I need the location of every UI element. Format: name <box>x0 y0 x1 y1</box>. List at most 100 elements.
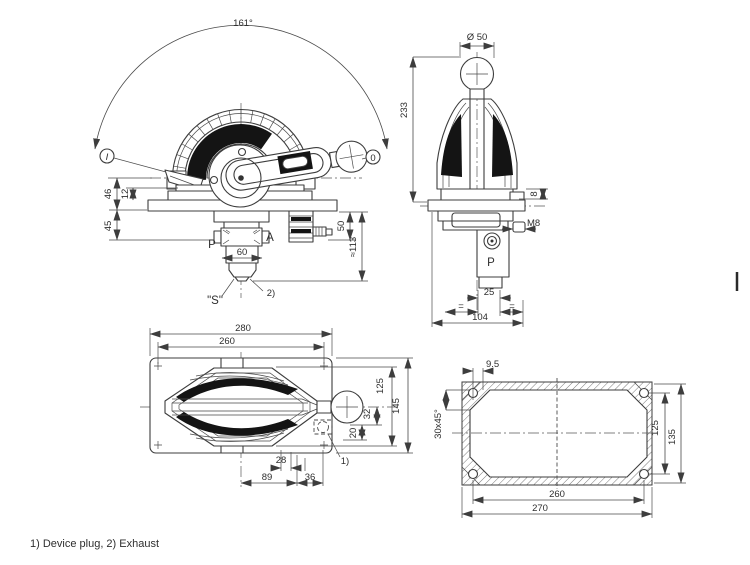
m8-stud <box>512 221 526 233</box>
pivot-center <box>238 175 244 181</box>
dim-260-label: 260 <box>219 336 235 347</box>
dim-c135-label: 135 <box>667 429 678 445</box>
dim-145-label: 145 <box>391 398 402 414</box>
port-bolt-outer <box>483 232 501 250</box>
position-marker-left-label: I <box>104 152 109 163</box>
hidden-device-plug <box>317 421 329 433</box>
exhaust-ref-label: 2) <box>267 288 275 299</box>
lever-arm-slot-outline <box>233 152 324 185</box>
counterweight-detail <box>169 175 198 187</box>
top-black-wedge-upper <box>176 378 298 402</box>
dim-60-label: 60 <box>237 247 248 258</box>
exhaust-tip <box>234 276 250 282</box>
plug-ref-label: 1) <box>341 456 349 467</box>
side-handle-stem <box>469 88 485 100</box>
top-view: 280 260 145 125 32 20 28 89 36 1) <box>140 323 413 487</box>
side-port-p-label: P <box>487 257 495 269</box>
dim-25-label: 25 <box>484 287 495 298</box>
marker-right-leader <box>361 157 367 160</box>
bottom-dim-extensions <box>280 450 324 486</box>
dim-offset-label: 9.5 <box>486 359 499 370</box>
footer-note: 1) Device plug, 2) Exhaust <box>30 538 159 550</box>
top-ball-crosshair <box>336 396 358 418</box>
top-plate <box>149 357 333 454</box>
plug-band-top <box>291 217 311 221</box>
dim-280-label: 280 <box>235 323 251 334</box>
port-bolt-center <box>490 239 494 243</box>
port-s-label: "S" <box>207 295 223 307</box>
clamp-tab-bottom <box>220 445 244 454</box>
position-marker-right <box>365 149 381 165</box>
dim-104-label: 104 <box>472 312 488 323</box>
port-s-leader <box>221 278 235 297</box>
clamp-tab-top <box>220 357 244 369</box>
port-p-label: P <box>208 239 216 251</box>
dim-36-label: 36 <box>305 472 316 483</box>
position-marker-right-label: 0 <box>370 153 375 164</box>
mount-hole-tr <box>638 387 650 399</box>
equal-right-label: = <box>509 301 515 312</box>
bell-center-column <box>469 98 485 190</box>
m8-label: M8 <box>527 218 540 229</box>
housing-base <box>440 188 514 201</box>
lever-window-slot <box>282 155 309 170</box>
dim-113-label: ≈113 <box>348 237 359 257</box>
lever-arm-group <box>225 140 368 191</box>
dim-chamfer-label: 30x45° <box>433 409 444 439</box>
lever-slot-lines <box>172 398 318 416</box>
thread-marks <box>222 229 261 245</box>
cutout-view: 9.5 30x45° 125 135 260 270 <box>433 359 686 518</box>
dim-8-label: 8 <box>529 191 540 196</box>
side-ball-crosshair <box>466 63 488 85</box>
plug-band-bottom <box>291 229 311 233</box>
valve-neck <box>223 221 260 229</box>
bell-black-wedge-left <box>441 114 462 177</box>
pivot-boss <box>220 157 262 199</box>
gauge-outer-rim <box>171 108 311 179</box>
top-black-wedge-lower <box>176 412 298 436</box>
plate-corner-marks <box>154 362 328 449</box>
nipple-cap <box>325 228 333 236</box>
dim-c125-label: 125 <box>650 420 661 436</box>
side-flange <box>427 199 526 212</box>
equal-left-label: = <box>458 301 464 312</box>
swing-arc <box>93 24 389 150</box>
plug-thread-lines <box>289 215 313 239</box>
dim-c270-label: 270 <box>532 503 548 514</box>
dim-dia-label: Ø 50 <box>467 32 488 43</box>
front-view: 161° <box>93 18 389 307</box>
side-body-detail <box>451 212 501 228</box>
dim-233-label: 233 <box>399 102 410 118</box>
bell-housing-outline <box>436 98 518 190</box>
bolt-top <box>237 147 247 157</box>
bell-black-wedge-right <box>492 114 513 177</box>
mount-hole-br <box>638 468 650 480</box>
port-bolt-inner <box>486 235 498 247</box>
dim-125-label: 125 <box>375 378 386 394</box>
exhaust-ref-leader <box>249 278 264 292</box>
dim-46-label: 46 <box>103 189 114 200</box>
plug-ref-leader <box>327 433 341 458</box>
bell-inner-walls <box>442 102 512 188</box>
dim-50-label: 50 <box>336 221 347 232</box>
dim-c260-label: 260 <box>549 489 565 500</box>
nipple-threads <box>315 227 323 236</box>
marker-left-leader <box>113 157 167 173</box>
dim-89-label: 89 <box>262 472 273 483</box>
gauge-black-band <box>187 124 272 181</box>
dim-20-label: 20 <box>348 428 359 439</box>
bellows-fold-lines <box>189 372 289 442</box>
swing-angle-label: 161° <box>233 18 253 29</box>
valve-body <box>213 210 270 223</box>
hidden-plug-outline <box>313 419 333 435</box>
panel-cutout <box>469 389 648 478</box>
top-handle-shaft <box>316 400 332 414</box>
port-a-label: A <box>266 232 274 244</box>
dim-32-label: 32 <box>362 409 373 420</box>
dim-28-label: 28 <box>276 455 287 466</box>
side-port-block <box>476 229 510 278</box>
ball-crosshair <box>339 144 364 169</box>
side-port-stud <box>478 276 503 289</box>
